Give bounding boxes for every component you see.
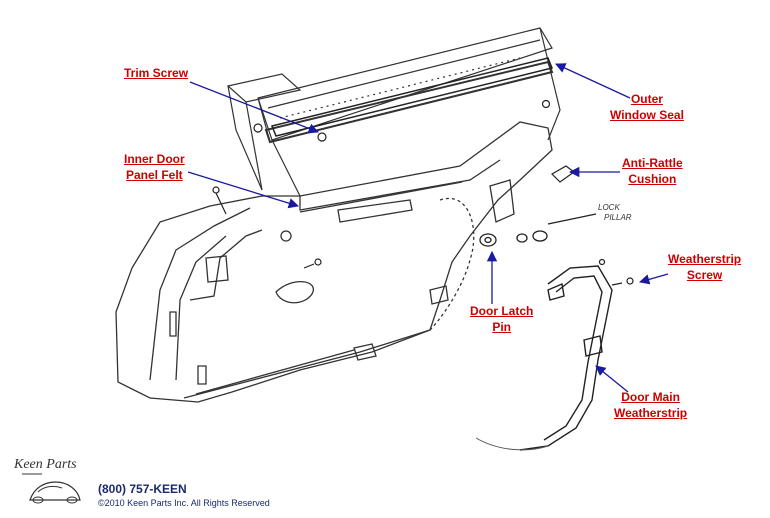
label-inner-door-panel-felt-line-1: Inner Door xyxy=(124,152,185,166)
label-anti-rattle-cushion[interactable]: Anti-Rattle Cushion xyxy=(622,155,683,187)
label-anti-rattle-cushion-line-1: Anti-Rattle xyxy=(622,156,683,170)
logo-script-text: Keen Parts xyxy=(13,457,77,472)
arrow-trim-screw xyxy=(189,81,319,134)
label-door-latch-pin[interactable]: Door Latch Pin xyxy=(470,303,533,335)
footer-copyright: ©2010 Keen Parts Inc. All Rights Reserve… xyxy=(98,498,270,508)
label-weatherstrip-screw-line-1: Weatherstrip xyxy=(668,252,742,266)
inner-door-panel-drawing xyxy=(115,121,553,403)
lock-pillar-note-2: PILLAR xyxy=(604,213,632,222)
label-door-main-weatherstrip-line-1: Door Main xyxy=(621,390,680,404)
arrow-inner-door-panel-felt xyxy=(187,171,299,209)
label-door-latch-pin-line-2: Pin xyxy=(492,320,511,334)
label-door-main-weatherstrip[interactable]: Door Main Weatherstrip xyxy=(614,389,687,421)
label-inner-door-panel-felt[interactable]: Inner Door Panel Felt xyxy=(124,151,185,183)
label-trim-screw-line-1: Trim Screw xyxy=(124,66,189,80)
anti-rattle-cushion-part xyxy=(551,165,576,183)
label-weatherstrip-screw-line-2: Screw xyxy=(686,268,723,282)
trim-screw-part xyxy=(253,99,551,142)
panel-screw-part xyxy=(212,186,322,269)
arrow-weatherstrip-screw xyxy=(639,273,669,285)
footer-phone: (800) 757-KEEN xyxy=(98,482,187,496)
weatherstrip-screw-part xyxy=(598,258,634,286)
callout-arrows xyxy=(187,63,669,393)
outer-window-seal-part xyxy=(270,57,554,137)
lock-pillar-note-1: LOCK xyxy=(598,203,620,212)
window-frame-drawing xyxy=(226,27,561,197)
arrow-door-main-weatherstrip xyxy=(595,365,629,393)
label-door-latch-pin-line-1: Door Latch xyxy=(470,304,534,318)
label-door-main-weatherstrip-line-2: Weatherstrip xyxy=(614,406,688,420)
door-main-weatherstrip-part xyxy=(475,265,613,451)
label-outer-window-seal[interactable]: Outer Window Seal xyxy=(610,91,684,123)
door-latch-pin-part xyxy=(479,213,597,247)
keen-parts-logo: Keen Parts xyxy=(13,457,81,504)
label-outer-window-seal-line-2: Window Seal xyxy=(610,108,684,122)
label-outer-window-seal-line-1: Outer xyxy=(630,92,663,106)
label-trim-screw[interactable]: Trim Screw xyxy=(124,65,188,81)
label-anti-rattle-cushion-line-2: Cushion xyxy=(628,172,677,186)
label-inner-door-panel-felt-line-2: Panel Felt xyxy=(125,168,183,182)
label-weatherstrip-screw[interactable]: Weatherstrip Screw xyxy=(668,251,741,283)
arrow-outer-window-seal xyxy=(555,63,631,99)
